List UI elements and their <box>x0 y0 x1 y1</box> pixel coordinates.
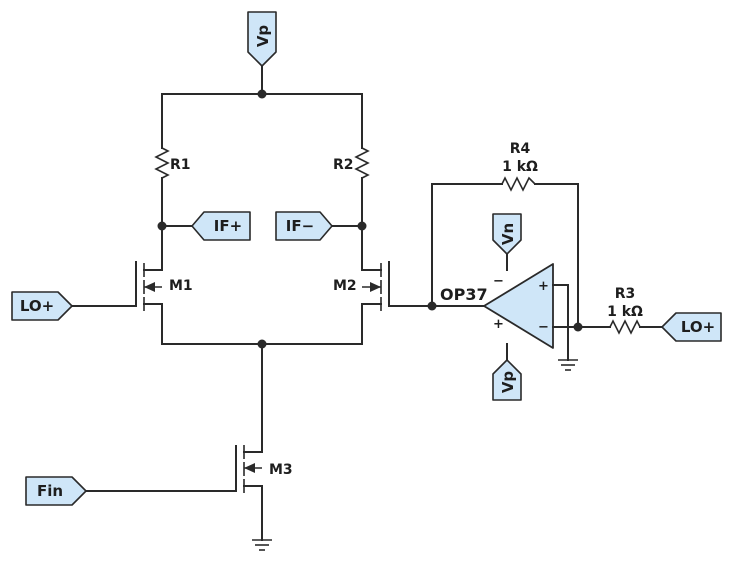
r4-resistor: R4 1 kΩ <box>501 141 579 328</box>
if-plus-label: IF+ <box>214 217 242 235</box>
lo-right-port: LO+ <box>661 312 722 342</box>
opamp-label: OP37 <box>440 285 488 304</box>
r4-value: 1 kΩ <box>502 159 538 175</box>
fin-label: Fin <box>37 482 63 500</box>
m3-label: M3 <box>269 462 293 478</box>
vn-label: Vn <box>499 223 517 245</box>
opamp-in-plus: + <box>538 279 549 294</box>
vp-bottom-port: Vp <box>492 359 522 401</box>
vp-top-port: Vp <box>247 11 277 67</box>
if-minus-node: IF− <box>275 211 367 241</box>
m3-transistor: M3 <box>235 445 293 541</box>
top-rail <box>161 65 363 99</box>
r3-resistor: R3 1 kΩ <box>607 286 663 335</box>
r2-resistor: R2 <box>333 93 370 227</box>
r3-value: 1 kΩ <box>607 304 643 320</box>
opamp-supply-pos: + <box>493 317 504 332</box>
r1-resistor: R1 <box>154 93 191 227</box>
vp-top-label: Vp <box>254 25 272 48</box>
ground-m3 <box>252 539 272 551</box>
opamp-supply-neg: − <box>493 274 504 289</box>
m2-transistor: M2 <box>333 225 390 345</box>
fin-port: Fin <box>25 476 237 506</box>
if-minus-label: IF− <box>286 217 314 235</box>
r4-label: R4 <box>510 141 531 157</box>
opamp-input-node <box>388 183 503 311</box>
vp-bottom-label: Vp <box>499 371 517 394</box>
tail-rail <box>161 339 363 453</box>
m1-transistor: M1 <box>135 225 193 345</box>
opamp-plus-ground <box>552 284 578 371</box>
vn-port: Vn <box>492 213 522 255</box>
r1-label: R1 <box>170 157 191 173</box>
lo-left-label: LO+ <box>20 297 54 315</box>
lo-left-port: LO+ <box>11 291 137 321</box>
r2-label: R2 <box>333 157 354 173</box>
r3-label: R3 <box>615 286 636 302</box>
lo-right-label: LO+ <box>681 318 715 336</box>
opamp-in-minus: − <box>538 320 549 335</box>
if-plus-node: IF+ <box>157 211 251 241</box>
m2-label: M2 <box>333 278 357 294</box>
m1-label: M1 <box>169 278 193 294</box>
opamp-op37: OP37 − + + − <box>440 253 554 361</box>
output-node <box>552 322 611 332</box>
